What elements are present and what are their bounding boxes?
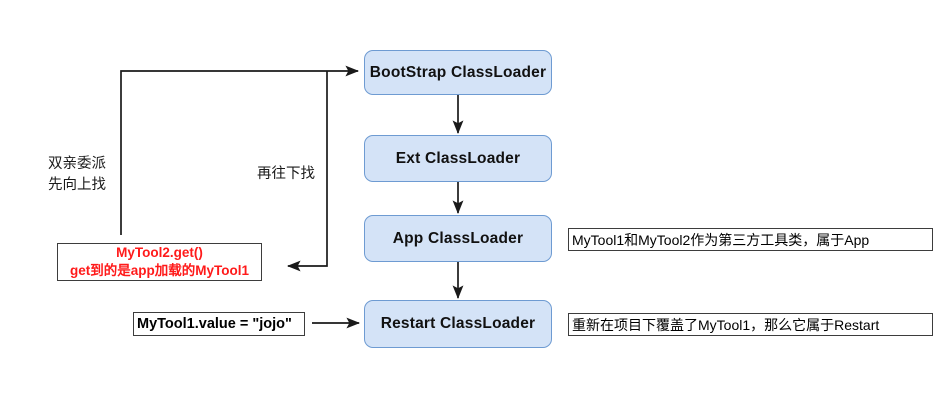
node-app-classloader[interactable]: App ClassLoader [364,215,552,262]
note-mytool2-get: MyTool2.get() get到的是app加载的MyTool1 [57,243,262,281]
edge-search-down [286,71,328,272]
note-app-classloader-explanation: MyTool1和MyTool2作为第三方工具类，属于App [568,228,933,251]
note-mytool2-get-line2: get到的是app加载的MyTool1 [69,263,249,278]
node-restart-classloader[interactable]: Restart ClassLoader [364,300,552,348]
note-restart-explanation-text: 重新在项目下覆盖了MyTool1，那么它属于Restart [572,316,880,333]
node-app-label: App ClassLoader [392,229,524,247]
edge-label-search-down: 再往下找 [257,166,315,182]
node-restart-label: Restart ClassLoader [380,315,536,332]
edge-label-parent-delegation-line1: 双亲委派 [48,156,106,172]
edge-delegate-up [120,65,360,235]
node-bootstrap-classloader[interactable]: BootStrap ClassLoader [364,50,552,95]
node-ext-classloader[interactable]: Ext ClassLoader [364,135,552,182]
note-mytool1-assignment-text: MyTool1.value = "jojo" [137,316,292,332]
note-mytool1-assignment: MyTool1.value = "jojo" [133,312,305,336]
note-app-explanation-text: MyTool1和MyTool2作为第三方工具类，属于App [572,231,870,248]
edge-label-parent-delegation: 双亲委派 先向上找 [48,154,106,196]
note-restart-classloader-explanation: 重新在项目下覆盖了MyTool1，那么它属于Restart [568,313,933,336]
note-mytool2-get-line1: MyTool2.get() [116,244,203,260]
edge-label-parent-delegation-line2: 先向上找 [48,177,106,194]
node-ext-label: Ext ClassLoader [395,149,521,167]
node-bootstrap-label: BootStrap ClassLoader [369,63,547,81]
